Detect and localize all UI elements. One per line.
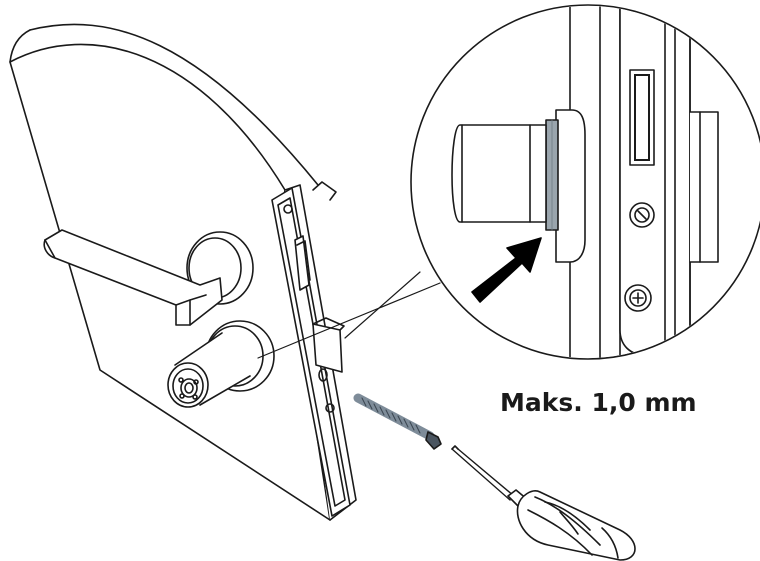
cylinder-knob [168, 321, 274, 407]
mortise-lock [272, 182, 350, 516]
direction-arrow [472, 238, 541, 302]
callout-leader [258, 272, 440, 358]
faceplate-screw-upper [630, 203, 654, 227]
lever-handle [44, 230, 253, 325]
faceplate-screw-bottom [326, 404, 334, 412]
magnifier-callout [411, 0, 760, 370]
screw [358, 398, 441, 449]
measurement-caption: Maks. 1,0 mm [500, 388, 697, 417]
faceplate-screw-lower [625, 285, 651, 311]
faceplate-screw-top [284, 205, 292, 213]
screwdriver [452, 446, 635, 560]
